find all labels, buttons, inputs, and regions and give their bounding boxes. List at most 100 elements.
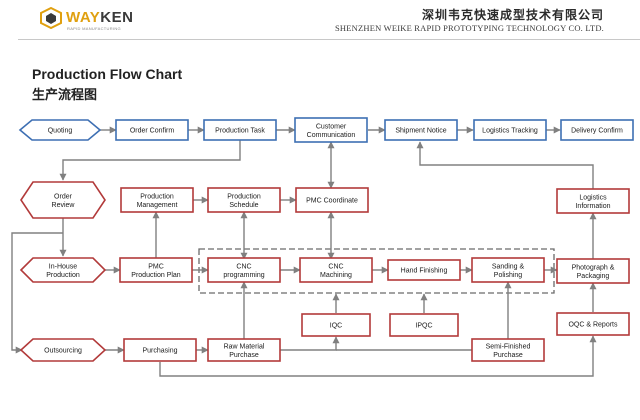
node-label: Review [52, 202, 76, 209]
node-hand-finishing: Hand Finishing [387, 259, 461, 281]
node-shape [20, 181, 106, 219]
node-shape [556, 188, 630, 214]
node-label: Logistics [579, 194, 607, 201]
node-pmc-production-plan: PMC Production Plan [119, 257, 193, 283]
node-logistics-tracking: Logistics Tracking [473, 119, 547, 141]
node-oqc-reports: OQC & Reports [556, 312, 630, 336]
node-shape [556, 258, 630, 284]
node-shipment-notice: Shipment Notice [384, 119, 458, 141]
node-delivery-confirm: Delivery Confirm [560, 119, 634, 141]
node-label: In-House [49, 263, 78, 270]
node-label: Photograph & [572, 264, 615, 271]
node-pmc-coordinate: PMC Coordinate [295, 187, 369, 213]
page-title-en: Production Flow Chart [32, 66, 183, 82]
company-logo: WAYKEN RAPID MANUFACTURING [40, 5, 140, 35]
node-label: Shipment Notice [395, 128, 446, 135]
node-shape [560, 119, 634, 141]
node-label: Production [227, 193, 261, 200]
node-shape [119, 257, 193, 283]
node-label: Packaging [577, 273, 610, 280]
node-label: Purchasing [142, 348, 177, 355]
node-label: IPQC [415, 323, 432, 330]
in-house-process-group [198, 248, 555, 294]
node-ipqc: IPQC [389, 313, 459, 337]
header-divider [18, 39, 640, 40]
node-label: Delivery Confirm [571, 128, 623, 135]
node-label: Quoting [48, 128, 73, 135]
node-label: Order [54, 193, 73, 200]
node-shape [295, 187, 369, 213]
node-shape [18, 119, 102, 141]
node-label: Purchase [493, 352, 523, 359]
node-production-task: Production Task [203, 119, 277, 141]
node-label: Customer [316, 123, 347, 130]
arrow-production-task-order-review [59, 140, 241, 181]
node-photograph-packaging: Photograph & Packaging [556, 258, 630, 284]
node-shape [207, 187, 281, 213]
node-label: Semi-Finished [486, 343, 531, 350]
wayken-logo-icon [40, 7, 62, 29]
node-shape [556, 312, 630, 336]
page-header: WAYKEN RAPID MANUFACTURING 深圳韦克快速成型技术有限公… [0, 0, 640, 40]
node-label: CNC [236, 263, 251, 270]
node-label: Outsourcing [44, 348, 82, 355]
node-shape [207, 257, 281, 283]
node-shape [120, 187, 194, 213]
node-shape [389, 313, 459, 337]
node-label: PMC Coordinate [306, 198, 358, 205]
node-iqc: IQC [301, 313, 371, 337]
node-shape [301, 313, 371, 337]
node-shape [471, 257, 545, 283]
node-label: CNC [328, 263, 343, 270]
logo-tagline: RAPID MANUFACTURING [67, 26, 121, 31]
arrow-purchasing-oqc [159, 335, 597, 377]
node-label: IQC [330, 323, 342, 330]
nodes: Quoting Order Confirm Production Task Custo… [18, 117, 634, 362]
node-sanding-polishing: Sanding & Polishing [471, 257, 545, 283]
node-label: Machining [320, 272, 352, 279]
arrow-raw-material-iqc [280, 336, 340, 351]
node-label: Polishing [494, 272, 523, 279]
node-label: Production [46, 272, 80, 279]
node-shape [387, 259, 461, 281]
node-label: Communication [307, 132, 356, 139]
node-quoting: Quoting [18, 119, 102, 141]
node-label: Sanding & [492, 263, 525, 270]
node-shape [19, 257, 107, 283]
logo-wordmark: WAYKEN [66, 9, 133, 26]
node-label: Order Confirm [130, 128, 175, 135]
node-shape [294, 117, 368, 143]
node-cnc-programming: CNC programming [207, 257, 281, 283]
node-label: Information [575, 203, 610, 210]
node-label: Schedule [229, 202, 258, 209]
node-label: Logistics Tracking [482, 128, 538, 135]
arrow-logistics-info-shipment-notice [416, 141, 594, 189]
node-label: Production Task [215, 128, 265, 135]
node-label: programming [223, 272, 264, 279]
node-label: Raw Material [224, 343, 265, 350]
node-shape [203, 119, 277, 141]
node-label: Management [137, 202, 178, 209]
node-shape [207, 338, 281, 362]
node-shape [471, 338, 545, 362]
node-label: Hand Finishing [401, 268, 448, 275]
logo-brand-b: KEN [100, 9, 134, 26]
node-label: OQC & Reports [568, 322, 618, 329]
connectors [11, 126, 597, 377]
node-purchasing: Purchasing [123, 338, 197, 362]
node-label: Production Plan [131, 272, 181, 279]
node-label: PMC [148, 263, 164, 270]
node-shape [19, 338, 107, 362]
node-outsourcing: Outsourcing [19, 338, 107, 362]
arrow-order-review-outsourcing [11, 232, 63, 354]
node-cnc-machining: CNC Machining [299, 257, 373, 283]
company-name-cn: 深圳韦克快速成型技术有限公司 [421, 8, 604, 22]
